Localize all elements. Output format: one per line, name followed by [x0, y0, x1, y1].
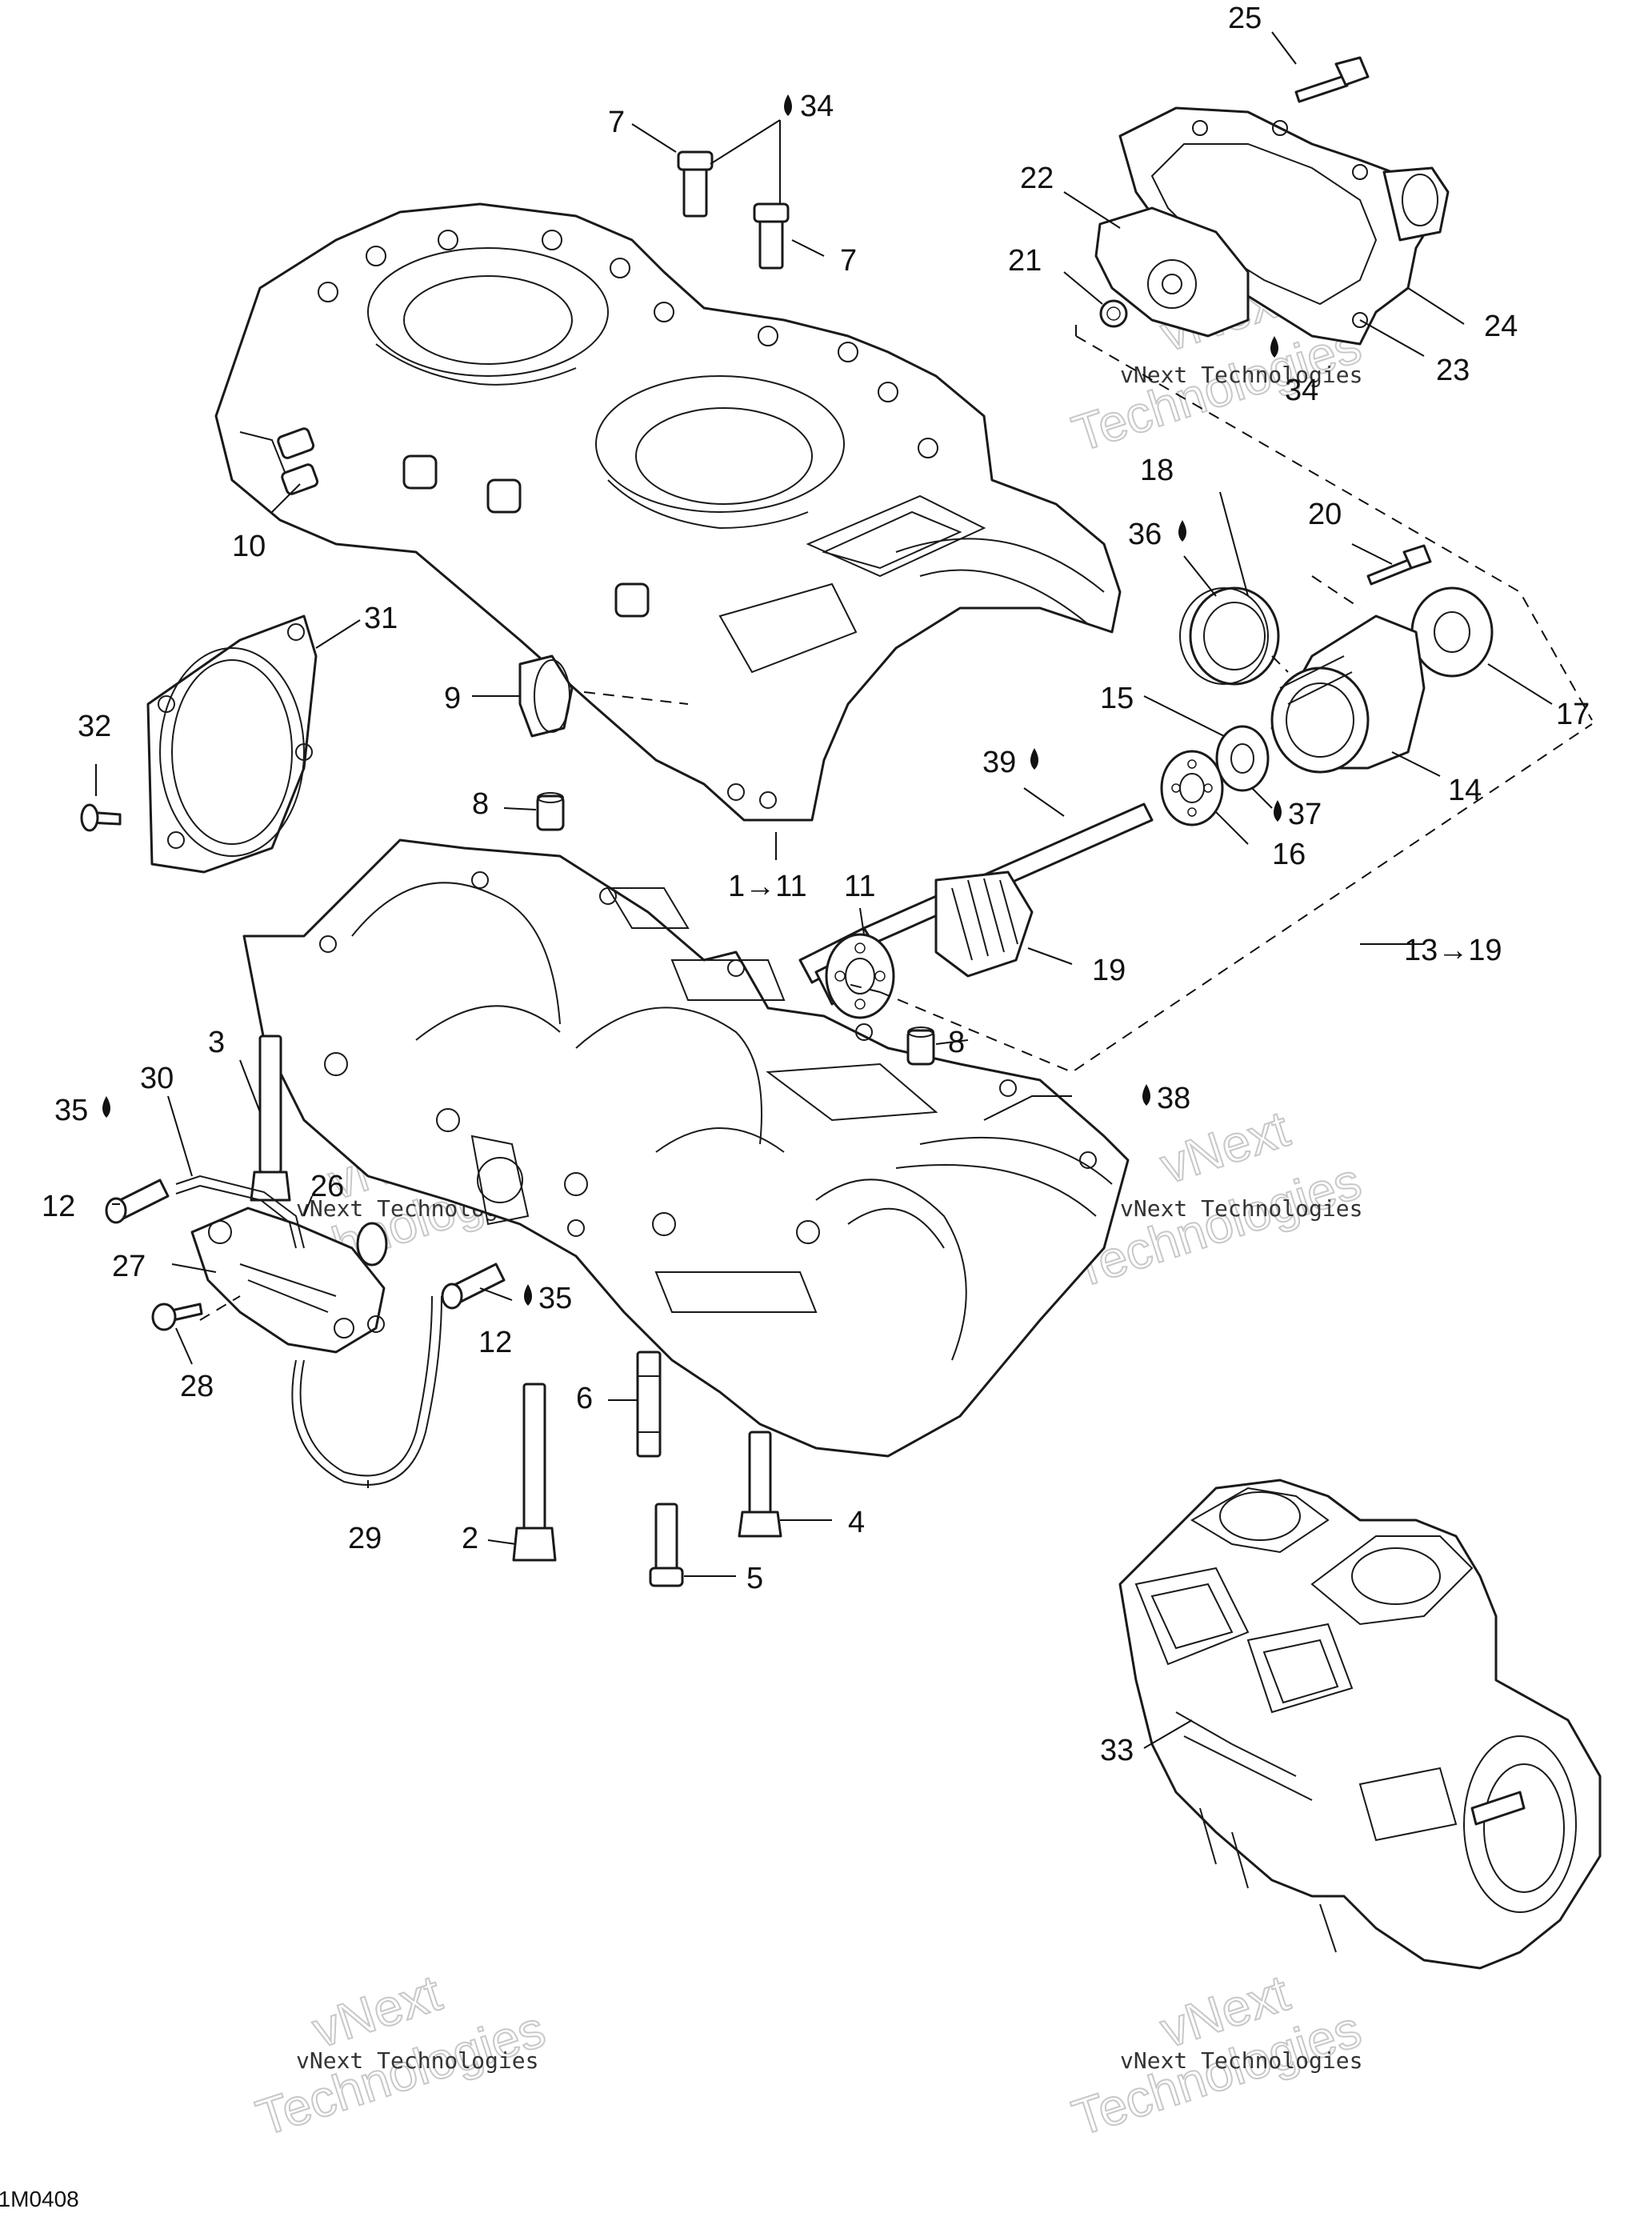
bearing-16 [1160, 750, 1224, 826]
callout-9: 9 [444, 682, 461, 715]
callout-10: 10 [232, 530, 266, 563]
dashed-guides [199, 320, 1593, 1321]
upper-crankcase [214, 202, 1122, 822]
oil-drop-icon [1030, 748, 1038, 770]
drawing-reference: 01M0408 [0, 2187, 79, 2211]
callout-7: 7 [840, 244, 857, 278]
callout-26: 26 [310, 1170, 344, 1203]
pto-housing-14 [1270, 614, 1426, 774]
bearing-11 [825, 933, 895, 1019]
callout-21: 21 [1008, 244, 1042, 278]
leader-lines [95, 31, 1553, 1749]
callout-20: 20 [1308, 498, 1342, 531]
callout-39: 39 [982, 746, 1016, 779]
callout-16: 16 [1272, 838, 1306, 871]
pto-seals-and-bearings [1160, 544, 1494, 826]
callout-22: 22 [1020, 162, 1054, 195]
lower-crankcase [242, 838, 1130, 1458]
callout-12: 12 [42, 1190, 75, 1223]
screw-7b [753, 202, 790, 270]
rotary-valve-cover-31 [146, 614, 318, 874]
fitting-12a [105, 1179, 170, 1224]
callout-38: 38 [1157, 1082, 1190, 1115]
stud-6 [636, 1351, 662, 1458]
watermark-text: vNext Technologies [1120, 362, 1362, 388]
bolt-4 [738, 1431, 782, 1538]
callout-15: 15 [1100, 682, 1134, 715]
oil-drop-icon [524, 1284, 532, 1306]
callout-34: 34 [1285, 374, 1318, 407]
callout-11: 11 [844, 870, 875, 903]
bolt-5 [649, 1503, 684, 1587]
o-ring-26 [356, 1222, 388, 1267]
seal-15 [1215, 725, 1270, 792]
watermark-bottom-right: vNext Technologies vNext Technologies [1065, 1963, 1369, 2147]
callout-4: 4 [848, 1506, 865, 1539]
oil-drop-icon [784, 94, 792, 116]
water-pump-housing [1094, 56, 1450, 346]
plug-9 [518, 654, 574, 738]
screw-7a [677, 150, 714, 218]
callout-1-11: 1→11 [728, 870, 807, 903]
dowel-8a [536, 792, 565, 831]
dowel-8b [906, 1026, 935, 1066]
callout-8: 8 [948, 1026, 965, 1059]
callout-labels: 25 7 34 7 22 21 24 23 34 18 20 36 10 31 … [42, 2, 1590, 1767]
callout-18: 18 [1140, 454, 1174, 487]
oil-drop-icon [1142, 1084, 1150, 1106]
hose-29 [291, 1295, 442, 1486]
callout-8: 8 [472, 787, 489, 821]
callout-2: 2 [462, 1522, 478, 1555]
callout-23: 23 [1436, 354, 1470, 387]
oil-drop-icon [1270, 336, 1278, 358]
watermark-bottom-left: vNext Technologies vNext Technologies [249, 1963, 553, 2147]
engine-assembly-33 [1118, 1479, 1602, 1970]
callout-24: 24 [1484, 310, 1518, 343]
bolt-20 [1366, 544, 1432, 586]
callout-5: 5 [746, 1562, 763, 1595]
seal-18 [1179, 586, 1280, 686]
watermark-text: vNext Technologies [296, 2047, 538, 2074]
callout-31: 31 [364, 602, 398, 635]
callout-33: 33 [1100, 1734, 1134, 1767]
callout-3: 3 [208, 1026, 225, 1059]
callout-13-19: 13→19 [1404, 934, 1502, 967]
hose-30 [175, 1175, 305, 1249]
bolt-3 [250, 1034, 291, 1202]
callout-12: 12 [478, 1326, 512, 1359]
callout-37: 37 [1288, 798, 1322, 831]
callout-32: 32 [78, 710, 111, 743]
callout-36: 36 [1128, 518, 1162, 551]
fitting-12b [441, 1263, 506, 1310]
callout-27: 27 [112, 1250, 146, 1283]
bearing-cover-17 [1410, 586, 1494, 678]
watermark-text: vNext Technologies [1120, 1195, 1362, 1222]
callout-6: 6 [576, 1382, 593, 1415]
callout-25: 25 [1228, 2, 1262, 35]
watermark-text: vNext Technologies [1120, 2047, 1362, 2074]
oil-pump-27 [190, 1207, 386, 1354]
callout-7: 7 [608, 106, 625, 139]
callout-29: 29 [348, 1522, 382, 1555]
callout-19: 19 [1092, 954, 1126, 987]
bolt-25 [1294, 56, 1370, 103]
callout-17: 17 [1556, 698, 1590, 731]
callout-30: 30 [140, 1062, 174, 1095]
oil-drop-icon [102, 1096, 110, 1118]
callout-14: 14 [1448, 774, 1482, 807]
bolt-2 [512, 1383, 557, 1562]
oil-drop-icon [1274, 800, 1282, 822]
oil-drop-icon [1178, 520, 1186, 542]
callout-28: 28 [180, 1370, 214, 1403]
screw-32 [80, 803, 122, 832]
callout-35: 35 [538, 1282, 572, 1315]
screw-28 [151, 1303, 203, 1331]
callout-35: 35 [54, 1094, 88, 1127]
callout-34: 34 [800, 90, 834, 123]
